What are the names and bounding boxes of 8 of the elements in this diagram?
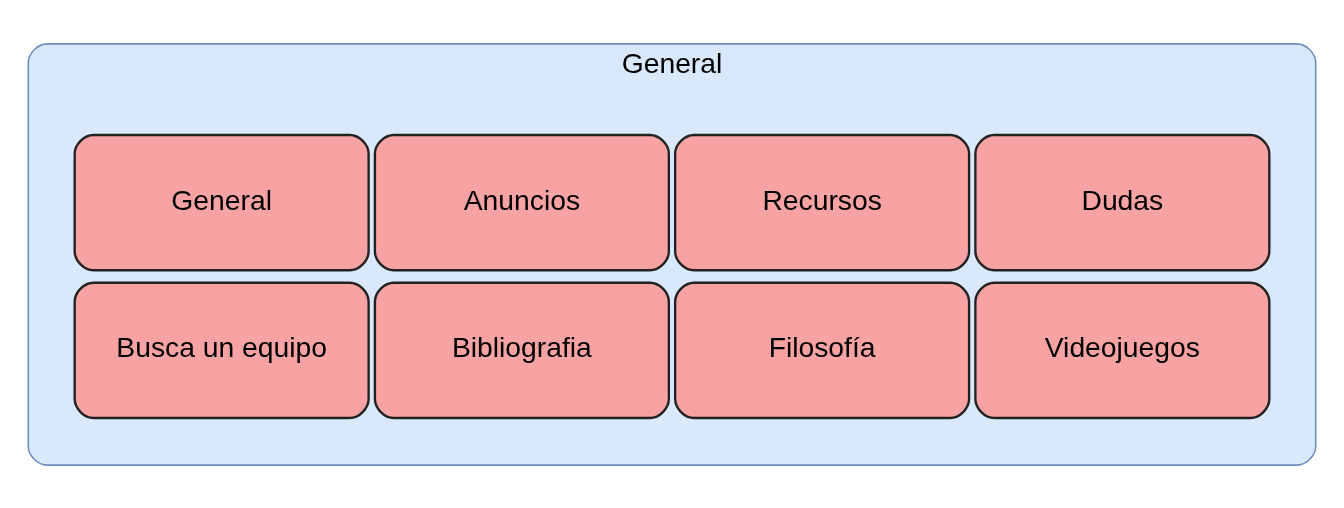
node-box: General [73, 133, 370, 271]
node-box: Dudas [974, 133, 1271, 271]
node-box: Anuncios [373, 133, 671, 271]
node-box: Videojuegos [974, 281, 1271, 419]
node-box: Bibliografia [373, 281, 671, 419]
node-box: Recursos [673, 133, 971, 271]
node-box: Busca un equipo [73, 281, 370, 419]
node-box: Filosofía [673, 281, 971, 419]
